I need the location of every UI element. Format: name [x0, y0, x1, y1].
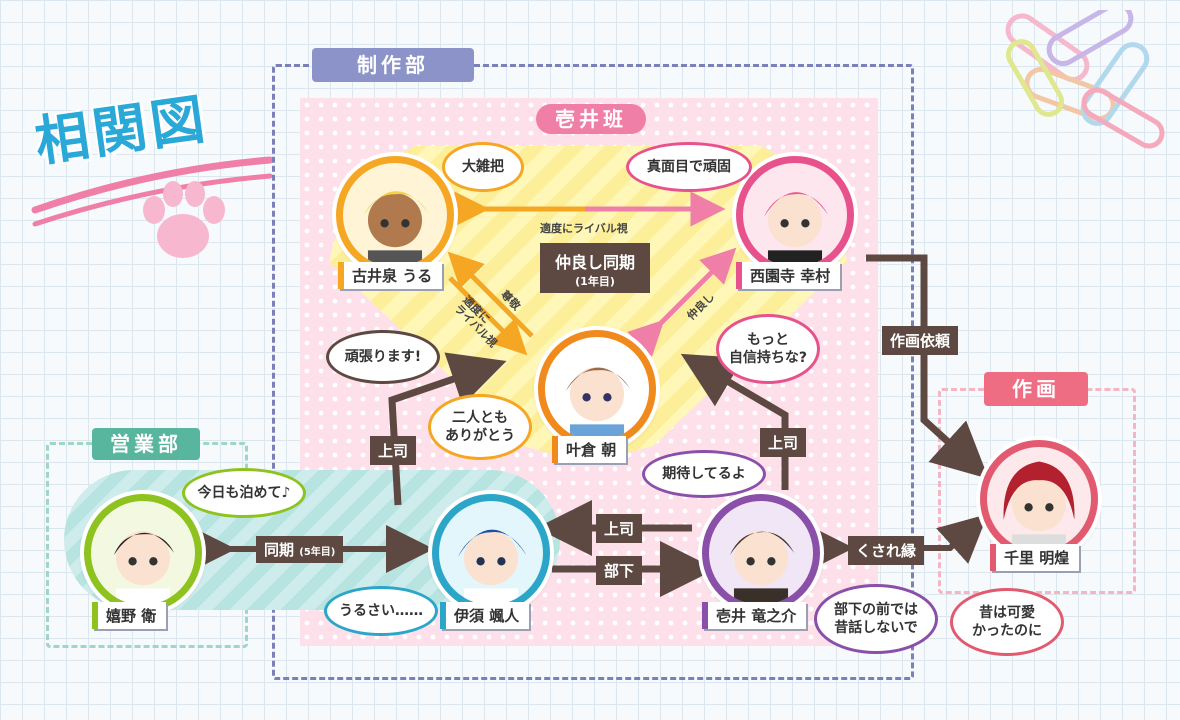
character-face-icon [1003, 461, 1075, 551]
relation-request: 作画依頼 [882, 326, 959, 355]
speech-bubble-mamoru: 今日も泊めて♪ [182, 468, 306, 518]
nameplate-ryunosuke: 壱井 竜之介 [702, 602, 807, 629]
relation-boss-mid: 上司 [596, 514, 643, 543]
relation-center-sub: (1年目) [575, 275, 615, 288]
avatar-kouson [736, 156, 854, 274]
character-face-icon [457, 529, 527, 605]
speech-bubble-ryunosuke: 部下の前では 昔話しないで [814, 584, 938, 654]
sales-department-tag: 営業部 [92, 428, 200, 460]
relation-doki: 同期 (5年目) [256, 536, 344, 563]
production-department-frame [272, 64, 914, 680]
relation-kusare: くされ縁 [848, 536, 925, 565]
speech-bubble-hayato: うるさい…… [324, 586, 438, 636]
speech-bubble-urur-cheer: 頑張ります! [326, 330, 440, 384]
character-face-icon [565, 367, 631, 441]
nameplate-mamoru: 嬉野 衛 [92, 602, 167, 629]
character-face-icon [763, 192, 829, 267]
production-department-tag: 制作部 [312, 48, 474, 82]
nameplate-urur: 古井泉 うる [338, 262, 443, 289]
paw-icon [143, 181, 225, 258]
speech-bubble-asahi: 二人とも ありがとう [428, 394, 532, 460]
avatar-urur [336, 156, 454, 274]
title-underline-decoration [31, 156, 274, 227]
paperclips-decoration [1005, 10, 1165, 149]
relation-subordinate: 部下 [596, 556, 643, 585]
relation-rival-top: 適度にライバル視 [540, 222, 628, 235]
character-face-icon [363, 191, 429, 267]
avatar-asahi [538, 330, 656, 448]
relation-boss-left: 上司 [370, 436, 417, 465]
nameplate-akira: 千里 明煌 [990, 544, 1080, 571]
relation-doki-sub: (5年目) [299, 547, 336, 558]
relation-center-box: 仲良し同期 (1年目) [540, 243, 650, 293]
speech-bubble-ryunosuke-expect: 期待してるよ [642, 450, 766, 498]
character-face-icon [729, 531, 795, 605]
avatar-ryunosuke [702, 494, 820, 612]
speech-bubble-kouson-advice: もっと 自信持ちな? [716, 314, 820, 384]
avatar-akira [980, 440, 1098, 558]
relation-boss-right: 上司 [760, 428, 807, 457]
avatar-hayato [432, 494, 550, 612]
avatar-mamoru [84, 494, 202, 612]
speech-bubble-urur: 大雑把 [442, 142, 524, 192]
nameplate-hayato: 伊須 颯人 [440, 602, 530, 629]
character-face-icon [113, 531, 175, 605]
relation-doki-main: 同期 [264, 541, 295, 559]
relation-center-title: 仲良し同期 [554, 253, 635, 272]
animation-department-tag: 作画 [984, 372, 1088, 406]
speech-bubble-akira: 昔は可愛 かったのに [950, 588, 1064, 656]
nameplate-asahi: 叶倉 朝 [552, 436, 627, 463]
nameplate-kouson: 西園寺 幸村 [736, 262, 841, 289]
team-tag: 壱井班 [536, 104, 646, 134]
speech-bubble-kouson: 真面目で頑固 [626, 142, 752, 192]
